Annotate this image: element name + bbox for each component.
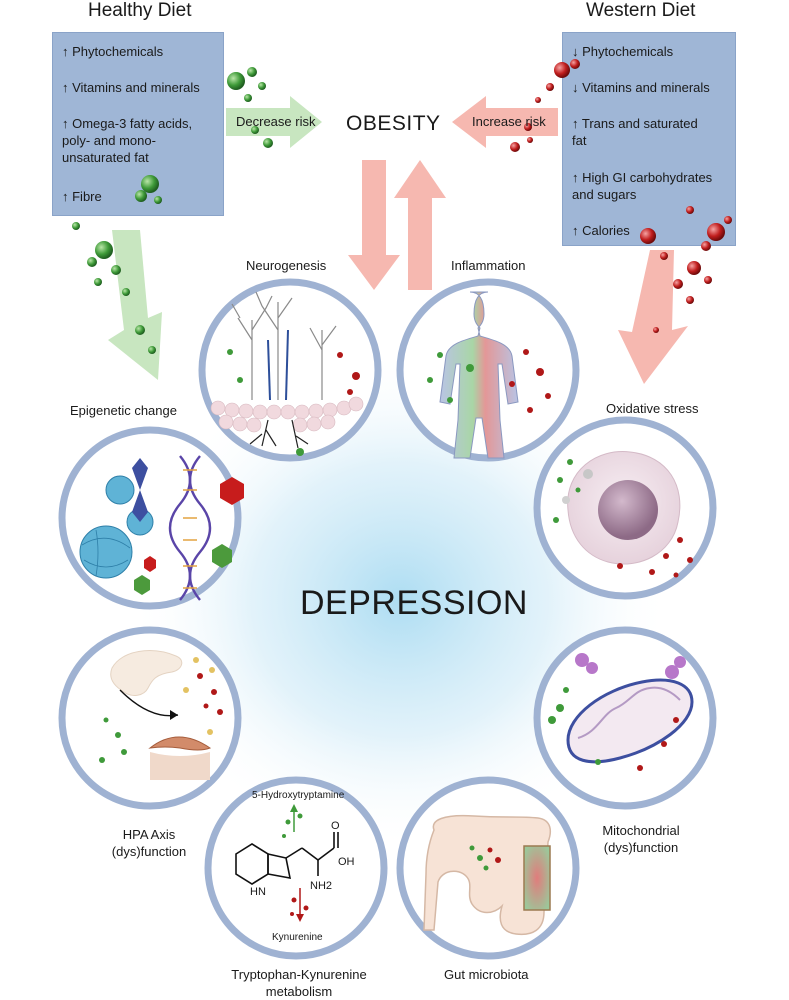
western-item-calories: ↑ Calories: [572, 223, 630, 238]
obesity-up-arrow: [394, 160, 446, 290]
gut-circle: [396, 776, 580, 960]
chem-oh-label: OH: [338, 856, 355, 868]
tryptophan-circle: [204, 776, 388, 960]
hpa-circle: [58, 626, 242, 810]
mitochondria-circle: [533, 626, 717, 810]
mitochondria-label: Mitochondrial (dys)function: [602, 823, 680, 855]
healthy-diet-box: ↑ Phytochemicals ↑ Vitamins and minerals…: [52, 32, 224, 216]
inflammation-label: Inflammation: [451, 258, 526, 273]
epigenetic-circle: [58, 426, 244, 610]
western-to-oxidative-arrow: [618, 250, 688, 384]
hpa-label: HPA Axis (dys)function: [111, 827, 187, 859]
depression-label: DEPRESSION: [300, 584, 528, 622]
epigenetic-label: Epigenetic change: [70, 403, 177, 418]
healthy-item-fibre: ↑ Fibre: [62, 189, 102, 204]
decrease-risk-label: Decrease risk: [236, 114, 316, 129]
obesity-label: OBESITY: [346, 112, 441, 135]
decrease-risk-arrow: [226, 96, 322, 148]
serotonin-label: 5-Hydroxytryptamine: [252, 790, 345, 801]
healthy-item-vitamins: ↑ Vitamins and minerals: [62, 80, 200, 95]
western-item-vitamins: ↓ Vitamins and minerals: [572, 80, 710, 95]
healthy-item-phytochemicals: ↑ Phytochemicals: [62, 44, 164, 59]
obesity-down-arrow: [348, 160, 400, 290]
western-nutrient-dots: [510, 59, 732, 333]
chem-nh2-label: NH2: [310, 880, 333, 892]
oxidative-circle: [533, 416, 717, 600]
neurogenesis-label: Neurogenesis: [246, 258, 327, 273]
increase-risk-label: Increase risk: [472, 114, 546, 129]
western-item-high-gi: ↑ High GI carbohydrates and sugars: [572, 170, 713, 202]
chem-hn-label: HN: [250, 886, 266, 898]
gut-label: Gut microbiota: [444, 967, 529, 982]
increase-risk-arrow: [452, 96, 558, 148]
healthy-item-omega3: ↑ Omega-3 fatty acids, poly- and mono- u…: [62, 116, 193, 165]
healthy-diet-title: Healthy Diet: [88, 0, 192, 21]
oxidative-label: Oxidative stress: [606, 401, 699, 416]
chem-o-label: O: [331, 820, 340, 832]
western-item-trans-fat: ↑ Trans and saturated fat: [572, 116, 698, 148]
western-diet-title: Western Diet: [586, 0, 696, 21]
kynurenine-label: Kynurenine: [272, 932, 323, 943]
inflammation-circle: [396, 278, 580, 462]
western-diet-box: ↓ Phytochemicals ↓ Vitamins and minerals…: [562, 32, 736, 246]
tryptophan-label: Tryptophan-Kynurenine metabolism: [231, 967, 367, 999]
western-item-phytochemicals: ↓ Phytochemicals: [572, 44, 674, 59]
healthy-to-epigenetic-arrow: [108, 230, 162, 380]
healthy-nutrient-dots: [72, 67, 273, 354]
neurogenesis-circle: [198, 278, 382, 462]
